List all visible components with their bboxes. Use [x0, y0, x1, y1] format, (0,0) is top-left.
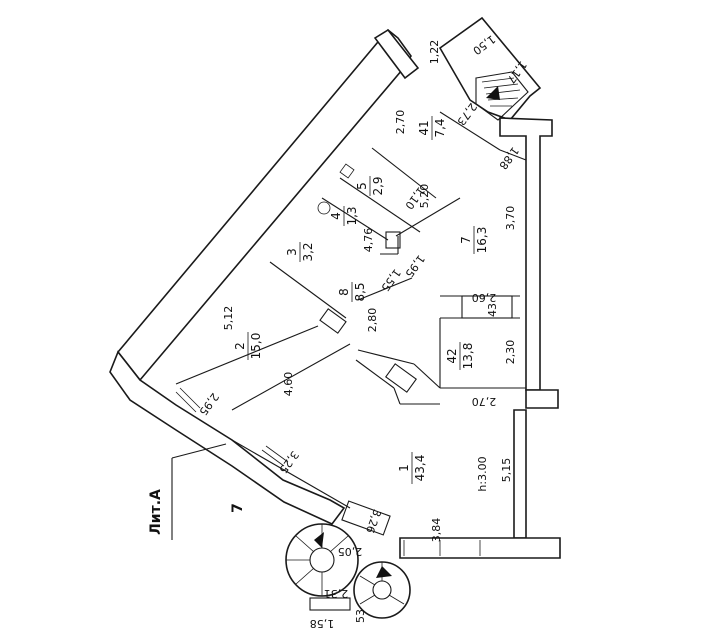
room-41-number: 41 — [417, 120, 431, 135]
dim-2-31: 2,31 — [324, 587, 349, 600]
dim-43: 43 — [486, 303, 499, 317]
dim-2-60: 2,60 — [472, 291, 497, 304]
dim-1-58: 1,58 — [310, 617, 335, 629]
stair-arrow-icon — [376, 566, 392, 578]
room-42-area: 13,8 — [461, 343, 475, 370]
room-1-number: 1 — [397, 464, 411, 472]
dim-3-70: 3,70 — [504, 206, 517, 231]
dim-5-12: 5,12 — [222, 306, 235, 331]
building-label: Лит.А — [148, 489, 164, 535]
dim-1-22: 1,22 — [428, 40, 441, 65]
floor-number: 7 — [230, 503, 246, 513]
room-3-number: 3 — [285, 248, 299, 256]
spiral-stair — [285, 500, 411, 619]
room-2-number: 2 — [233, 342, 247, 350]
wall-facade-upper-return — [373, 28, 420, 80]
room-3-area: 3,2 — [301, 242, 315, 261]
outer-walls — [109, 16, 561, 559]
wall-stair-top — [438, 16, 542, 121]
dim-1-95: 1,95 — [402, 252, 427, 279]
room-8-area: 8,5 — [353, 282, 367, 301]
room-5-area: 2,9 — [371, 176, 385, 195]
dim-2-05: 2,05 — [338, 545, 363, 558]
building-label-leader — [171, 443, 227, 540]
dim-2-30: 2,30 — [504, 340, 517, 365]
dim-3-25: 3,25 — [276, 448, 301, 475]
dim-5-20: 5,20 — [418, 184, 431, 209]
dim-4-76: 4,76 — [362, 228, 375, 253]
top-stair — [475, 71, 529, 121]
room-41-area: 7,4 — [433, 118, 447, 137]
room-1-area: 43,4 — [413, 455, 427, 482]
dim-4-60: 4,60 — [282, 372, 295, 397]
room-5-number: 5 — [355, 182, 369, 190]
dim-3-26: 3,26 — [363, 507, 384, 534]
dim-3-84: 3,84 — [430, 518, 443, 543]
room-4-area: 1,3 — [345, 206, 359, 225]
dim-2-95: 2,95 — [196, 390, 221, 417]
dim-2-70-top: 2,70 — [394, 110, 407, 135]
room-2-area: 15,0 — [249, 333, 263, 360]
wall-facade-lower — [109, 350, 346, 525]
dim-53: 53 — [354, 609, 367, 623]
dim-2-80: 2,80 — [366, 308, 379, 333]
room-42-number: 42 — [445, 348, 459, 363]
room-7-number: 7 — [459, 236, 473, 244]
stair-arrow-icon — [486, 86, 500, 100]
wall-bottom-right — [525, 389, 559, 409]
dim-5-15: 5,15 — [500, 458, 513, 483]
room-7-area: 16,3 — [475, 227, 489, 254]
room-labels: 41 7,4 5 2,9 4 1,3 3 3,2 8 8,5 — [233, 116, 489, 492]
dim-2-70-low: 2,70 — [472, 395, 497, 408]
dim-1-88: 1,88 — [496, 144, 521, 171]
room-8-number: 8 — [337, 288, 351, 296]
partitions — [175, 111, 527, 556]
wall-bottom-right-low — [513, 409, 527, 539]
room-4-number: 4 — [329, 212, 343, 220]
stair-arrow-icon — [314, 532, 324, 548]
ceiling-height: h:3.00 — [476, 456, 489, 491]
